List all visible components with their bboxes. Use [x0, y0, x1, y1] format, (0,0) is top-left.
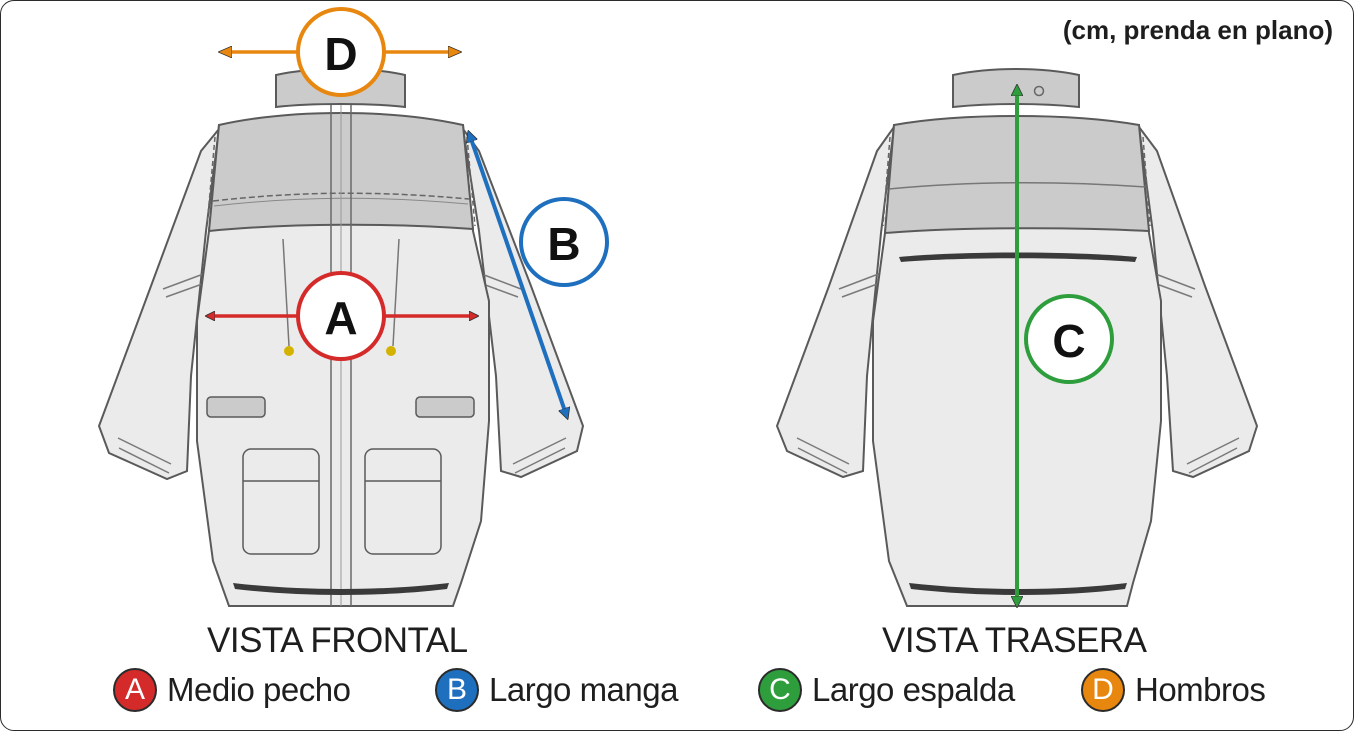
measurement-legend: A Medio pecho B Largo manga C Largo espa… [1, 665, 1353, 721]
front-left-slant-pocket [206, 396, 266, 418]
front-view-label: VISTA FRONTAL [207, 621, 468, 660]
units-note: (cm, prenda en plano) [1062, 15, 1333, 45]
legend-item-d: D Hombros [1081, 665, 1266, 715]
measure-a-letter: A [324, 292, 357, 344]
measure-c: C [1017, 87, 1114, 605]
front-left-cargo-pocket [242, 448, 320, 555]
legend-label-d: Hombros [1135, 671, 1266, 708]
front-jacket [97, 68, 585, 607]
measure-d-bubble [296, 7, 386, 97]
measure-b-letter: B [547, 218, 580, 270]
measure-d: D [221, 7, 459, 97]
measure-c-bubble [1024, 294, 1114, 384]
measure-b-bubble [519, 197, 609, 287]
measure-b-arrow [469, 133, 567, 417]
legend-label-b: Largo manga [489, 671, 678, 708]
measure-a: A [207, 271, 477, 361]
legend-label-c: Largo espalda [812, 671, 1015, 708]
legend-item-b: B Largo manga [435, 665, 678, 715]
measure-c-letter: C [1052, 315, 1085, 367]
legend-badge-b: B [435, 668, 479, 712]
legend-badge-c: C [758, 668, 802, 712]
measure-a-bubble [296, 271, 386, 361]
front-right-cargo-pocket [364, 448, 442, 555]
legend-item-c: C Largo espalda [758, 665, 1015, 715]
legend-badge-d: D [1081, 668, 1125, 712]
back-left-sleeve [775, 126, 895, 479]
front-right-slant-pocket [415, 396, 475, 418]
measure-d-letter: D [324, 28, 357, 80]
measure-b: B [469, 133, 609, 417]
front-left-button [284, 346, 294, 356]
front-right-button [386, 346, 396, 356]
legend-item-a: A Medio pecho [113, 665, 351, 715]
legend-badge-a: A [113, 668, 157, 712]
back-view-label: VISTA TRASERA [882, 621, 1147, 660]
legend-label-a: Medio pecho [167, 671, 351, 708]
